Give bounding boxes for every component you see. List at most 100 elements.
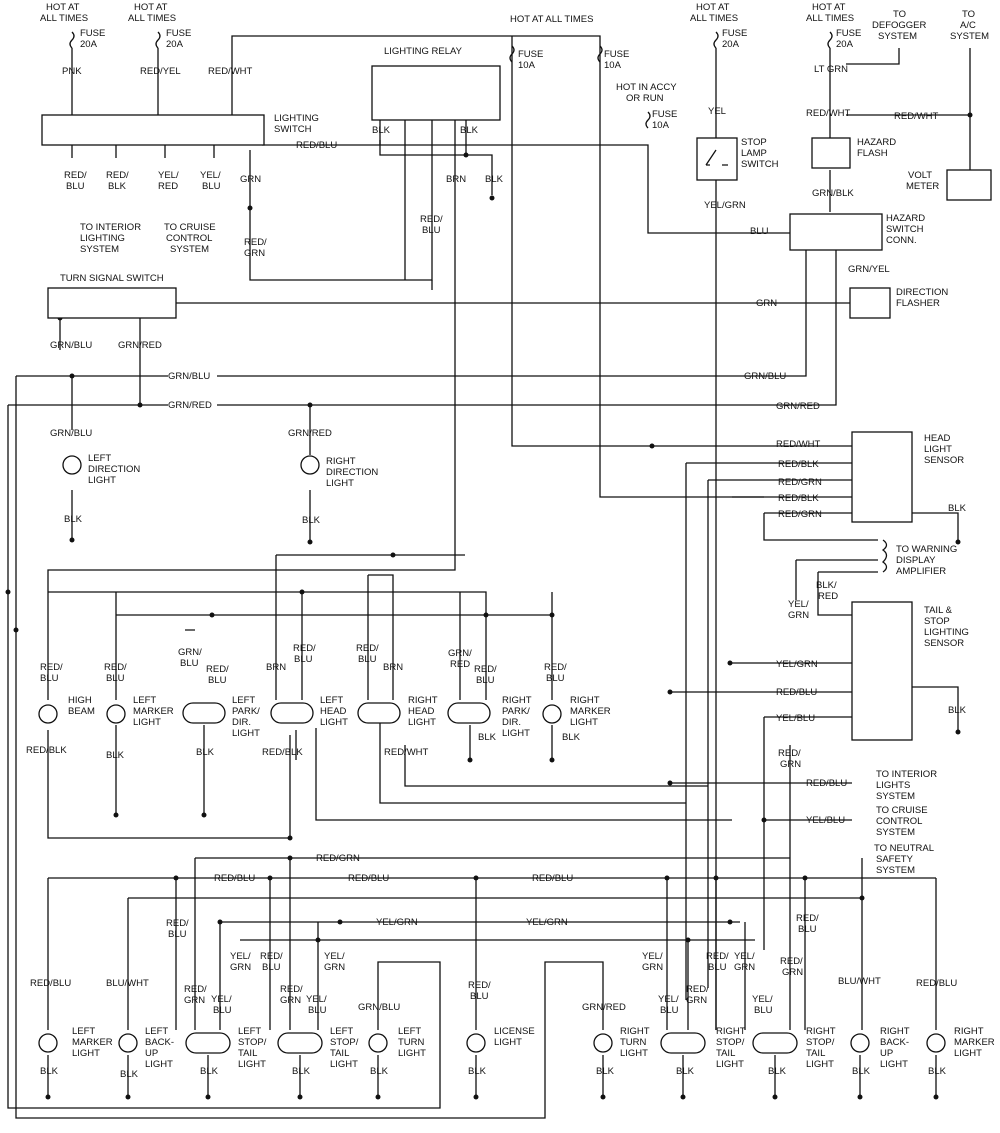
label-grnblu-l: GRN/BLU bbox=[50, 428, 92, 439]
label-fuse4: FUSE bbox=[604, 49, 629, 60]
label-right-head3: LIGHT bbox=[408, 717, 436, 728]
label-right-stop: RIGHT bbox=[716, 1026, 746, 1037]
label-left-dir2: DIRECTION bbox=[88, 464, 140, 475]
label-to-warn2: DISPLAY bbox=[896, 555, 936, 566]
label-turn-sw: TURN SIGNAL SWITCH bbox=[60, 273, 164, 284]
label-fl-redblu2: BLU bbox=[40, 673, 59, 684]
label-stop-lamp3: SWITCH bbox=[741, 159, 779, 170]
label-tail-sensor2: STOP bbox=[924, 616, 950, 627]
label-lic-redblu2: BLU bbox=[470, 991, 489, 1002]
label-volt2: METER bbox=[906, 181, 939, 192]
label-tail-sensor4: SENSOR bbox=[924, 638, 964, 649]
label-right-stop4: LIGHT bbox=[716, 1059, 744, 1070]
label-rr-redgrn2: GRN bbox=[782, 967, 803, 978]
label-to-int: TO INTERIOR bbox=[80, 222, 141, 233]
label-license2: LIGHT bbox=[494, 1037, 522, 1048]
label-blk-rbu: BLK bbox=[852, 1066, 871, 1077]
ground-symbols bbox=[45, 195, 961, 1100]
label-blk-rrm: BLK bbox=[928, 1066, 947, 1077]
label-high-beam2: BEAM bbox=[68, 706, 95, 717]
label-redblu-bus1: RED/BLU bbox=[214, 873, 255, 884]
label-head-sensor2: LIGHT bbox=[924, 444, 952, 455]
warning-amp-brace bbox=[881, 539, 888, 573]
label-right-marker3: LIGHT bbox=[570, 717, 598, 728]
label-right-park3: DIR. bbox=[502, 717, 521, 728]
label-to-ac3: SYSTEM bbox=[950, 31, 989, 42]
stop-lamp-switch bbox=[696, 137, 738, 181]
label-fuse7: FUSE bbox=[652, 109, 677, 120]
label-rl-yelgrn4: GRN bbox=[324, 962, 345, 973]
label-left-dir3: LIGHT bbox=[88, 475, 116, 486]
label-rl-redblu4: BLU bbox=[262, 962, 281, 973]
label-rr-yelgrn2: GRN bbox=[642, 962, 663, 973]
label-head-sensor: HEAD bbox=[924, 433, 951, 444]
label-to-int3: SYSTEM bbox=[80, 244, 119, 255]
label-blk-ts: BLK bbox=[948, 705, 967, 716]
fuse-symbols bbox=[69, 31, 833, 129]
label-rr-redblu4: BLU bbox=[798, 924, 817, 935]
text-labels: HOT AT ALL TIMES FUSE 20A PNK HOT AT ALL… bbox=[26, 2, 995, 1080]
label-left-backup4: LIGHT bbox=[145, 1059, 173, 1070]
label-blk-rd: BLK bbox=[302, 515, 321, 526]
label-rm-redblu: RED/ bbox=[544, 662, 567, 673]
tail-stop-lighting-sensor bbox=[851, 601, 913, 741]
label-yelgrn-bus1: YEL/GRN bbox=[376, 917, 418, 928]
label-left-stop-b4: LIGHT bbox=[330, 1059, 358, 1070]
label-lrm-redblu: RED/BLU bbox=[30, 978, 71, 989]
label-right-turn2: TURN bbox=[620, 1037, 647, 1048]
label-hot3b: ALL TIMES bbox=[690, 13, 738, 24]
label-right-dir: RIGHT bbox=[326, 456, 356, 467]
label-right-park: RIGHT bbox=[502, 695, 532, 706]
label-to-defog2: DEFOGGER bbox=[872, 20, 927, 31]
label-left-turn3: LIGHT bbox=[398, 1048, 426, 1059]
label-blk-r3: BLK bbox=[485, 174, 504, 185]
label-grnblk: GRN/BLK bbox=[812, 188, 854, 199]
label-left-marker3: LIGHT bbox=[133, 717, 161, 728]
label-to-int2: LIGHTING bbox=[80, 233, 125, 244]
label-dir-flasher2: FLASHER bbox=[896, 298, 940, 309]
label-lh-redblu2: BLU bbox=[294, 654, 313, 665]
label-blk-rm: BLK bbox=[562, 732, 581, 743]
label-fuse4a: 10A bbox=[604, 60, 622, 71]
label-grnblu-m: GRN/BLU bbox=[168, 371, 210, 382]
label-rr-redblu: RED/ bbox=[706, 951, 729, 962]
label-blu1: BLU bbox=[66, 181, 85, 192]
label-redgrn-ls: RED/ bbox=[244, 237, 267, 248]
label-yel3: YEL/ bbox=[158, 170, 179, 181]
label-lm-red: RED/ bbox=[104, 662, 127, 673]
label-rh-redblu2: BLU bbox=[358, 654, 377, 665]
label-rst2-yelblu2: BLU bbox=[754, 1005, 773, 1016]
label-redblu-r2: BLU bbox=[422, 225, 441, 236]
label-fuse7a: 10A bbox=[652, 120, 670, 131]
label-redgrn-ls2: GRN bbox=[244, 248, 265, 259]
label-to-cc-r2: CONTROL bbox=[876, 816, 922, 827]
lighting-relay bbox=[371, 65, 501, 121]
label-hot4: HOT AT bbox=[812, 2, 846, 13]
label-blkred2: RED bbox=[818, 591, 838, 602]
label-fuse2: FUSE bbox=[166, 28, 191, 39]
label-ltgrn: LT GRN bbox=[814, 64, 848, 75]
label-left-stop3: TAIL bbox=[238, 1048, 257, 1059]
label-rr-redblu3: RED/ bbox=[796, 913, 819, 924]
label-left-turn2: TURN bbox=[398, 1037, 425, 1048]
label-right-backup4: LIGHT bbox=[880, 1059, 908, 1070]
label-fuse6a: 20A bbox=[836, 39, 854, 50]
label-left-marker2: MARKER bbox=[133, 706, 174, 717]
label-left-stop: LEFT bbox=[238, 1026, 261, 1037]
label-hot1: HOT AT bbox=[46, 2, 80, 13]
label-left-rmark3: LIGHT bbox=[72, 1048, 100, 1059]
label-lh-redblk: RED/BLK bbox=[262, 747, 303, 758]
label-grn-ls: GRN bbox=[240, 174, 261, 185]
label-grnyel: GRN/YEL bbox=[848, 264, 890, 275]
label-grnblu-ts: GRN/BLU bbox=[50, 340, 92, 351]
label-lp-grnblu: GRN/ bbox=[178, 647, 202, 658]
label-rbu-bluwht: BLU/WHT bbox=[838, 976, 881, 987]
label-red2: RED/ bbox=[106, 170, 129, 181]
label-fuse2a: 20A bbox=[166, 39, 184, 50]
label-to-warn: TO WARNING bbox=[896, 544, 957, 555]
label-dir-flasher: DIRECTION bbox=[896, 287, 948, 298]
label-lic-redblu: RED/ bbox=[468, 980, 491, 991]
label-left-stop-b: LEFT bbox=[330, 1026, 353, 1037]
